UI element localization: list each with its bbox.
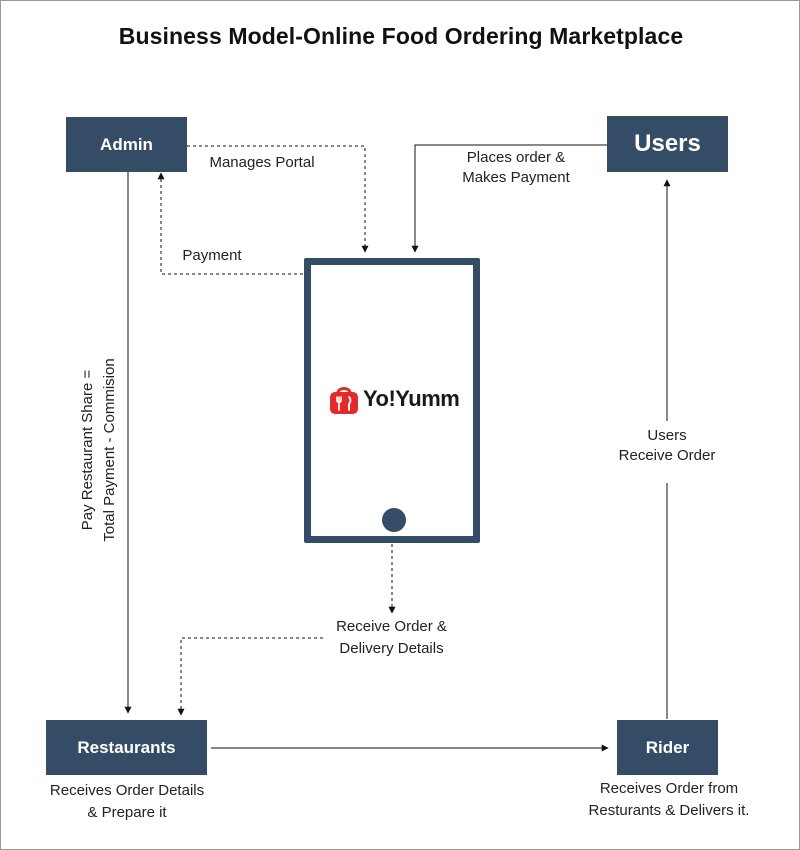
restaurants-caption-line-2: & Prepare it <box>87 804 167 821</box>
places-order-label: Places order & Makes Payment <box>441 148 591 188</box>
restaurants-node-label: Restaurants <box>77 737 176 757</box>
restaurants-node: Restaurants <box>46 720 207 775</box>
users-receive-line-2: Receive Order <box>618 447 716 464</box>
places-order-line-2: Makes Payment <box>462 169 570 186</box>
pay-share-label: Pay Restaurant Share = Total Payment - C… <box>77 340 121 560</box>
receive-order-line-2: Delivery Details <box>339 640 444 657</box>
rider-caption-line-1: Receives Order from <box>599 780 739 797</box>
rider-caption-line-2: Resturants & Delivers it. <box>588 802 750 819</box>
diagram-title: Business Model-Online Food Ordering Mark… <box>118 23 684 49</box>
rider-node: Rider <box>617 720 718 775</box>
brand-name: Yo!Yumm <box>363 386 460 411</box>
users-node: Users <box>607 116 728 172</box>
app-brand-logo: Yo!Yumm <box>329 383 460 415</box>
restaurants-caption: Receives Order Details & Prepare it <box>29 780 225 824</box>
rider-node-label: Rider <box>645 737 690 757</box>
home-button-icon <box>382 508 406 532</box>
restaurants-caption-line-1: Receives Order Details <box>49 782 205 799</box>
users-receive-label: Users Receive Order <box>601 426 733 466</box>
receive-order-line-1: Receive Order & <box>336 618 447 635</box>
admin-node-label: Admin <box>100 134 153 154</box>
users-receive-line-1: Users <box>647 427 687 444</box>
users-node-label: Users <box>634 130 701 157</box>
manages-portal-connector <box>187 145 369 253</box>
places-order-line-1: Places order & <box>466 149 566 166</box>
rider-caption: Receives Order from Resturants & Deliver… <box>569 778 769 822</box>
app-phone-frame: Yo!Yumm <box>304 258 480 543</box>
pay-share-line-1: Pay Restaurant Share = <box>79 369 96 531</box>
admin-node: Admin <box>66 117 187 172</box>
receive-order-connector-bottom <box>177 637 323 716</box>
pay-share-line-2: Total Payment - Commision <box>101 358 118 542</box>
payment-label: Payment <box>182 247 242 264</box>
shopping-bag-icon <box>330 387 358 414</box>
manages-portal-label: Manages Portal <box>209 154 315 171</box>
places-order-connector <box>411 144 607 253</box>
receive-order-label: Receive Order & Delivery Details <box>319 616 464 660</box>
